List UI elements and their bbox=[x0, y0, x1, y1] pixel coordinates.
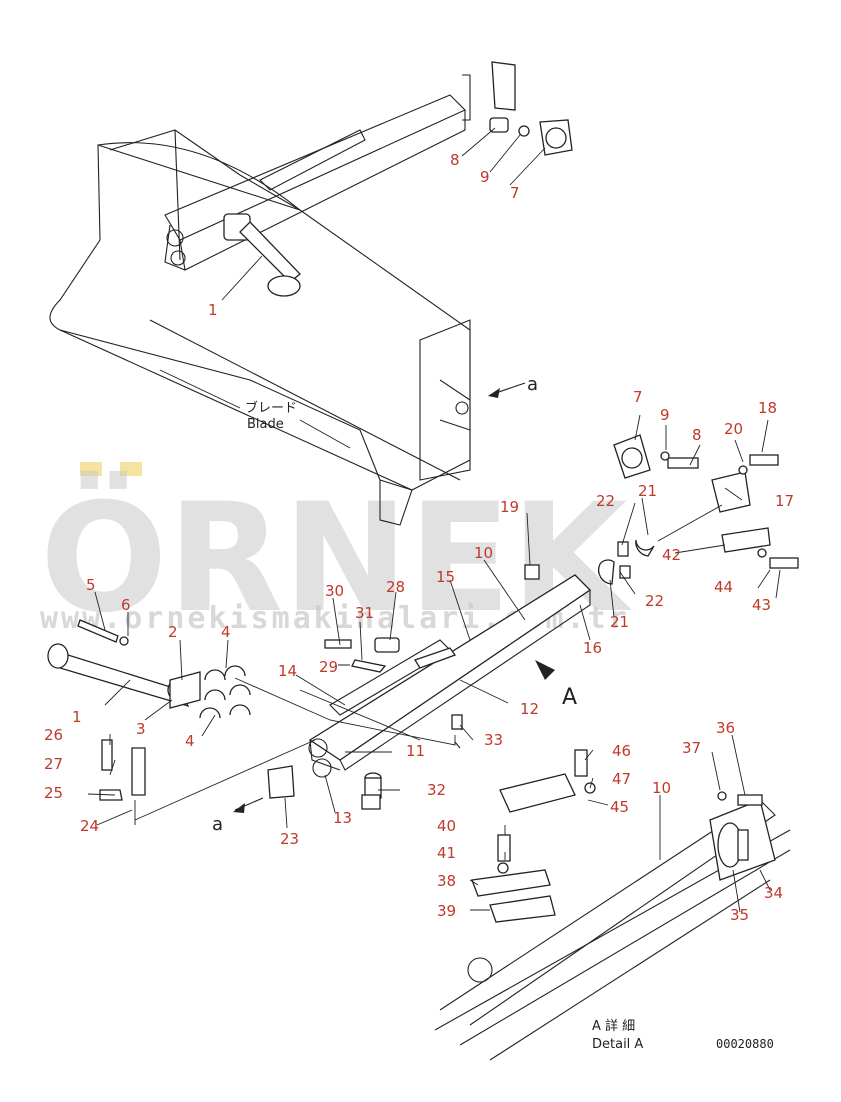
callout-number: 14 bbox=[278, 662, 297, 680]
callout-number: 30 bbox=[325, 582, 344, 600]
callout-number: 20 bbox=[724, 420, 743, 438]
callout-number: 46 bbox=[612, 742, 631, 760]
callout-number: 38 bbox=[437, 872, 456, 890]
callout-number: 11 bbox=[406, 742, 425, 760]
callout-number: 12 bbox=[520, 700, 539, 718]
callout-number: 1 bbox=[208, 301, 218, 319]
callout-number: 10 bbox=[652, 779, 671, 797]
callout-number: 37 bbox=[682, 739, 701, 757]
callout-number: 41 bbox=[437, 844, 456, 862]
callout-number: 26 bbox=[44, 726, 63, 744]
callout-numbers: 1 8 9 7 7 9 8 20 18 21 17 22 19 10 15 42… bbox=[44, 151, 794, 924]
callout-number: 21 bbox=[638, 482, 657, 500]
callout-number: 16 bbox=[583, 639, 602, 657]
brace-parts bbox=[597, 434, 799, 585]
callout-number: 17 bbox=[775, 492, 794, 510]
callout-number: 34 bbox=[764, 884, 783, 902]
detail-label-jp: A 詳 細 bbox=[592, 1018, 635, 1034]
callout-number: 8 bbox=[692, 426, 702, 444]
blade-label-jp: ブレード bbox=[245, 400, 297, 416]
callout-number: 13 bbox=[333, 809, 352, 827]
blade-label-en: Blade bbox=[247, 417, 284, 432]
callout-number: 9 bbox=[660, 406, 670, 424]
callout-number: 33 bbox=[484, 731, 503, 749]
blade-assembly: a ブレード Blade bbox=[49, 74, 538, 526]
callout-number: 9 bbox=[480, 168, 490, 186]
callout-number: 3 bbox=[136, 720, 146, 738]
callout-number: 40 bbox=[437, 817, 456, 835]
callout-number: 4 bbox=[221, 623, 231, 641]
callout-number: 1 bbox=[72, 708, 82, 726]
detail-label-en: Detail A bbox=[592, 1037, 643, 1052]
callout-number: 42 bbox=[662, 546, 681, 564]
view-letter-A: A bbox=[562, 685, 577, 710]
callout-number: 7 bbox=[633, 388, 643, 406]
callout-number: 35 bbox=[730, 906, 749, 924]
callout-number: 6 bbox=[121, 596, 131, 614]
view-letter-a-bottom: a bbox=[212, 814, 223, 835]
callout-number: 7 bbox=[510, 184, 520, 202]
callout-number: 39 bbox=[437, 902, 456, 920]
detail-a-view: A 詳 細 Detail A 00020880 bbox=[434, 749, 791, 1061]
callout-number: 2 bbox=[168, 623, 178, 641]
callout-number: 10 bbox=[474, 544, 493, 562]
callout-number: 31 bbox=[355, 604, 374, 622]
callout-number: 32 bbox=[427, 781, 446, 799]
callout-number: 23 bbox=[280, 830, 299, 848]
callout-number: 29 bbox=[319, 658, 338, 676]
leader-lines bbox=[87, 127, 781, 913]
callout-number: 22 bbox=[596, 492, 615, 510]
callout-number: 19 bbox=[500, 498, 519, 516]
callout-number: 18 bbox=[758, 399, 777, 417]
callout-number: 21 bbox=[610, 613, 629, 631]
upper-trunnion-parts bbox=[489, 61, 573, 156]
callout-number: 44 bbox=[714, 578, 733, 596]
callout-number: 25 bbox=[44, 784, 63, 802]
callout-number: 22 bbox=[645, 592, 664, 610]
callout-number: 27 bbox=[44, 755, 63, 773]
callout-number: 36 bbox=[716, 719, 735, 737]
callout-number: 15 bbox=[436, 568, 455, 586]
push-arm-center: a A bbox=[47, 564, 592, 835]
drawing-number: 00020880 bbox=[716, 1037, 774, 1051]
view-letter-a-top: a bbox=[527, 374, 538, 395]
callout-number: 47 bbox=[612, 770, 631, 788]
callout-number: 43 bbox=[752, 596, 771, 614]
callout-number: 45 bbox=[610, 798, 629, 816]
callout-number: 24 bbox=[80, 817, 99, 835]
callout-number: 8 bbox=[450, 151, 460, 169]
callout-number: 5 bbox=[86, 576, 96, 594]
callout-number: 28 bbox=[386, 578, 405, 596]
callout-number: 4 bbox=[185, 732, 195, 750]
